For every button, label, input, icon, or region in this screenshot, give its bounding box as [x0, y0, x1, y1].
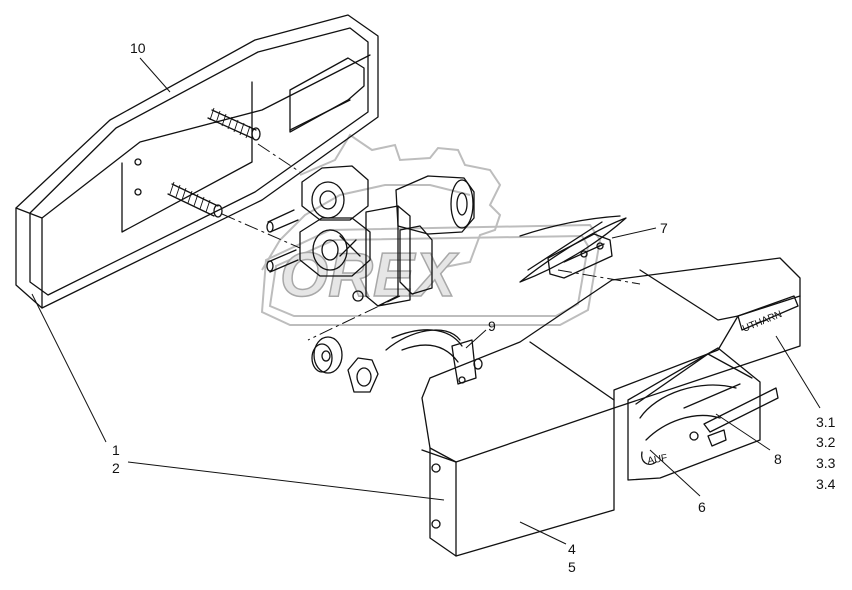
cylindrical-bulb-holder — [395, 175, 475, 235]
leader-4 — [519, 521, 567, 545]
bulb-part-7 — [519, 215, 627, 283]
label-3-1: 3.1 — [816, 414, 836, 430]
leader-7 — [611, 227, 657, 239]
lamp-socket-upper — [266, 165, 369, 233]
label-6: 6 — [698, 499, 706, 515]
leader-9 — [465, 329, 487, 349]
socket-plate — [339, 205, 433, 307]
leader-10 — [139, 57, 171, 93]
label-2: 2 — [112, 460, 120, 476]
switch-cavity: AUF — [627, 347, 779, 481]
rear-frame-part-10 — [15, 14, 379, 309]
label-1: 1 — [112, 442, 120, 458]
label-10: 10 — [130, 40, 146, 56]
gear-icon — [261, 133, 502, 271]
assembly-centerlines — [221, 143, 641, 341]
watermark-frame — [260, 223, 602, 326]
leader-3 — [775, 335, 821, 409]
label-3-2: 3.2 — [816, 434, 836, 450]
hex-nut — [347, 357, 379, 393]
front-housing-part-1 — [421, 257, 801, 557]
label-5: 5 — [568, 559, 576, 575]
label-9: 9 — [488, 318, 496, 334]
label-8: 8 — [774, 451, 782, 467]
contact-spring-part-9 — [385, 329, 483, 385]
leader-6 — [649, 449, 701, 497]
nameplate: UTHARN — [737, 295, 799, 335]
label-3-4: 3.4 — [816, 476, 836, 492]
leader-2 — [127, 461, 445, 501]
lamp-socket-lower — [266, 217, 371, 277]
label-7: 7 — [660, 220, 668, 236]
threaded-stud-upper — [207, 107, 261, 141]
switch-label: AUF — [647, 453, 669, 467]
leader-1 — [31, 293, 107, 443]
leader-8 — [715, 413, 771, 451]
label-3-3: 3.3 — [816, 455, 836, 471]
threaded-stud-lower — [167, 181, 223, 218]
label-4: 4 — [568, 541, 576, 557]
washer — [311, 336, 343, 374]
